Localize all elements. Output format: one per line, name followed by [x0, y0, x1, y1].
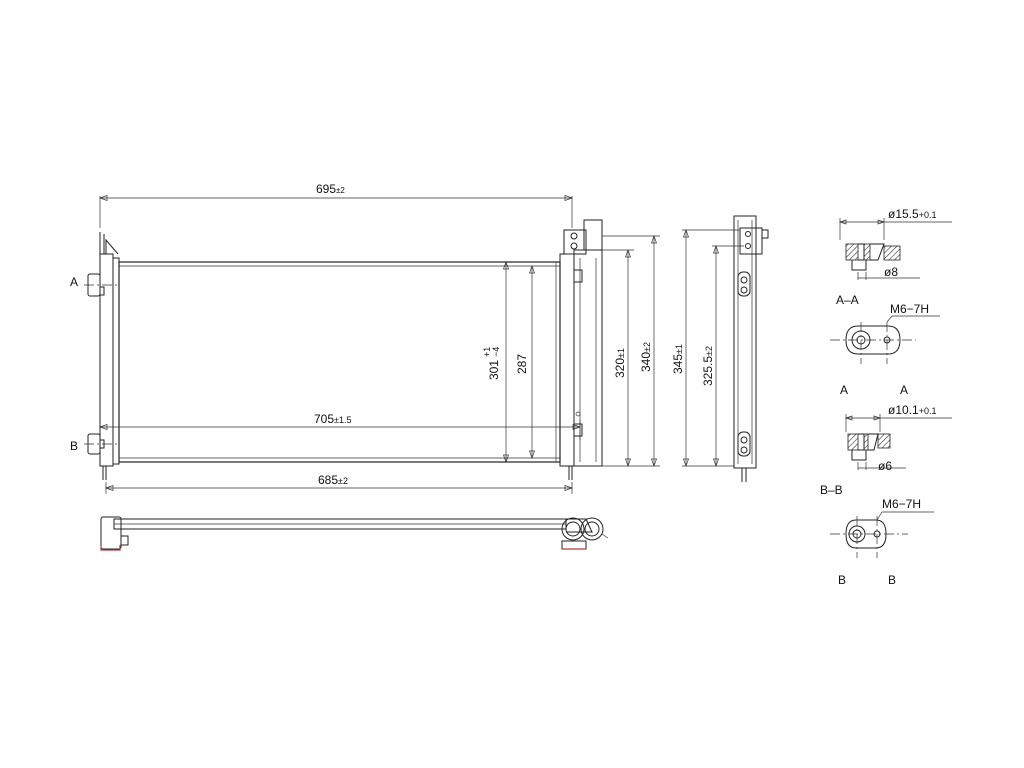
dimension-320-tolerance: ±1 — [616, 348, 626, 358]
dimension-705-tolerance: ±1.5 — [334, 415, 351, 425]
bottom-view — [100, 516, 609, 551]
section-bb-plan — [830, 511, 934, 558]
section-aa-mark-right: A — [900, 383, 908, 397]
section-bb-thread: M6−7H — [882, 497, 921, 511]
section-aa-inner-diameter: ø8 — [884, 265, 898, 279]
dimension-320 — [602, 248, 660, 468]
dimension-340 — [602, 234, 660, 468]
section-aa-thread: M6−7H — [890, 302, 929, 316]
section-bb-mark-left: B — [838, 573, 846, 587]
section-a-mark: A — [70, 275, 78, 289]
dimension-325-label: 325.5±2 — [701, 346, 715, 386]
section-aa-plan — [830, 315, 940, 364]
section-bb-inner-diameter: ø6 — [878, 459, 892, 473]
section-aa-outer-tol: +0.1 — [919, 210, 937, 220]
dimension-320-label: 320±1 — [613, 348, 627, 378]
dimension-325-tolerance: ±2 — [704, 346, 714, 356]
section-aa-outer-value: ø15.5 — [888, 207, 919, 221]
dimension-325 — [712, 244, 744, 468]
section-aa-cut — [838, 218, 952, 280]
dimension-695 — [98, 195, 574, 228]
dimension-345-label: 345±1 — [671, 344, 685, 374]
dimension-301 — [503, 260, 509, 464]
section-bb-outer-tol: +0.1 — [919, 406, 937, 416]
dimension-287 — [529, 264, 535, 460]
dimension-345-value: 345 — [671, 354, 685, 374]
dimension-685-value: 685 — [318, 473, 338, 487]
section-bb-outer-value: ø10.1 — [888, 403, 919, 417]
dimension-301-label: 301 — [487, 360, 501, 380]
dimension-695-tolerance: ±2 — [336, 186, 345, 195]
dimension-325-value: 325.5 — [701, 356, 715, 386]
dimension-705-value: 705 — [314, 412, 334, 426]
dimension-340-tolerance: ±2 — [642, 342, 652, 352]
section-aa-outer-diameter: ø15.5+0.1 — [888, 207, 936, 221]
dimension-685 — [104, 482, 574, 494]
section-aa-title: A–A — [836, 293, 859, 307]
section-aa-mark-left: A — [840, 383, 848, 397]
dimension-695-label: 695±2 — [316, 182, 345, 196]
section-b-mark: B — [70, 439, 78, 453]
dimension-345-tolerance: ±1 — [674, 344, 684, 354]
dimension-685-label: 685±2 — [318, 473, 348, 487]
side-view — [733, 215, 769, 482]
dimension-705 — [98, 420, 582, 440]
front-view — [84, 219, 603, 480]
dimension-705-label: 705±1.5 — [314, 412, 351, 426]
dimension-287-label: 287 — [515, 354, 529, 374]
section-bb-cut — [844, 414, 952, 470]
section-bb-title: B–B — [820, 483, 843, 497]
dimension-695-value: 695 — [316, 182, 336, 196]
dimension-340-value: 340 — [639, 352, 653, 372]
dimension-340-label: 340±2 — [639, 342, 653, 372]
dimension-301-value: 301 — [487, 360, 501, 380]
section-bb-outer-diameter: ø10.1+0.1 — [888, 403, 936, 417]
dimension-301-upper: +1 — [482, 347, 492, 357]
dimension-685-tolerance: ±2 — [338, 476, 348, 486]
section-bb-mark-right: B — [888, 573, 896, 587]
dimension-345 — [682, 228, 740, 468]
dimension-301-lower: −4 — [491, 347, 501, 357]
dimension-320-value: 320 — [613, 358, 627, 378]
